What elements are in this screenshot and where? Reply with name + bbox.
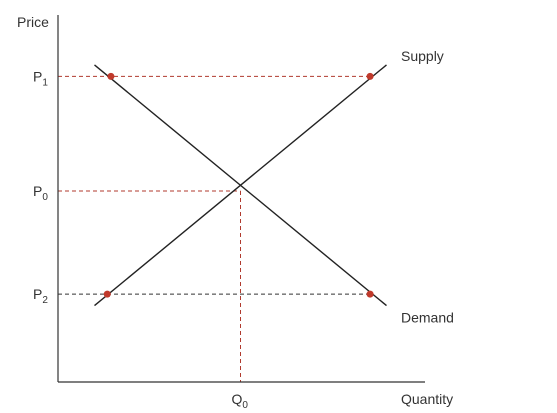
point-2	[366, 72, 374, 80]
demand-label: Demand	[401, 310, 454, 326]
points	[103, 72, 374, 298]
x-axis-label: Quantity	[401, 391, 453, 407]
supply-label: Supply	[401, 48, 444, 64]
quantity-label-q0: Q0	[232, 391, 249, 411]
price-label-p1: P1	[33, 68, 48, 88]
price-label-p2: P2	[33, 286, 48, 306]
curves	[94, 64, 387, 307]
demand-curve	[94, 64, 387, 307]
y-axis-label: Price	[17, 14, 49, 30]
axes	[57, 15, 425, 383]
point-4	[366, 290, 374, 298]
guide-lines	[58, 75, 371, 382]
price-label-p0: P0	[33, 183, 48, 203]
point-3	[103, 290, 111, 298]
point-1	[107, 72, 115, 80]
